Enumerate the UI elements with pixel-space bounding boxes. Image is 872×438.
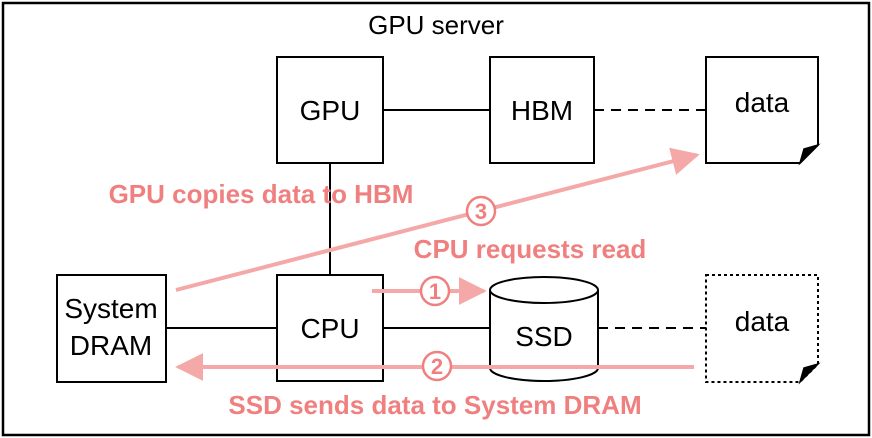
ssd-data-label: data [735,306,790,337]
system-dram-box: System DRAM [56,274,167,383]
gpu-box: GPU [276,56,384,164]
step1-badge: 1 [419,275,451,307]
hbm-data-label: data [735,87,790,118]
gpu-label: GPU [300,95,361,126]
hbm-box: HBM [489,56,595,164]
ssd-label: SSD [515,321,573,352]
step3-number: 3 [475,199,487,224]
step1-number: 1 [429,279,441,304]
hbm-data-document: data [705,56,821,166]
ssd-data-document: data [705,274,821,385]
step1-label: CPU requests read [414,234,647,264]
server-title: GPU server [368,10,504,40]
step3-badge: 3 [465,195,497,227]
step3-label: GPU copies data to HBM [109,179,414,209]
dram-label-line1: System [64,293,157,324]
cpu-label: CPU [300,313,359,344]
step3-arrow [175,147,700,292]
dram-label-line2: DRAM [70,330,152,361]
hbm-label: HBM [511,95,573,126]
cpu-box: CPU [276,274,384,382]
ssd-cylinder: SSD [489,276,599,382]
step2-badge: 2 [421,350,453,382]
step2-label: SSD sends data to System DRAM [228,390,641,420]
step2-number: 2 [431,354,443,379]
